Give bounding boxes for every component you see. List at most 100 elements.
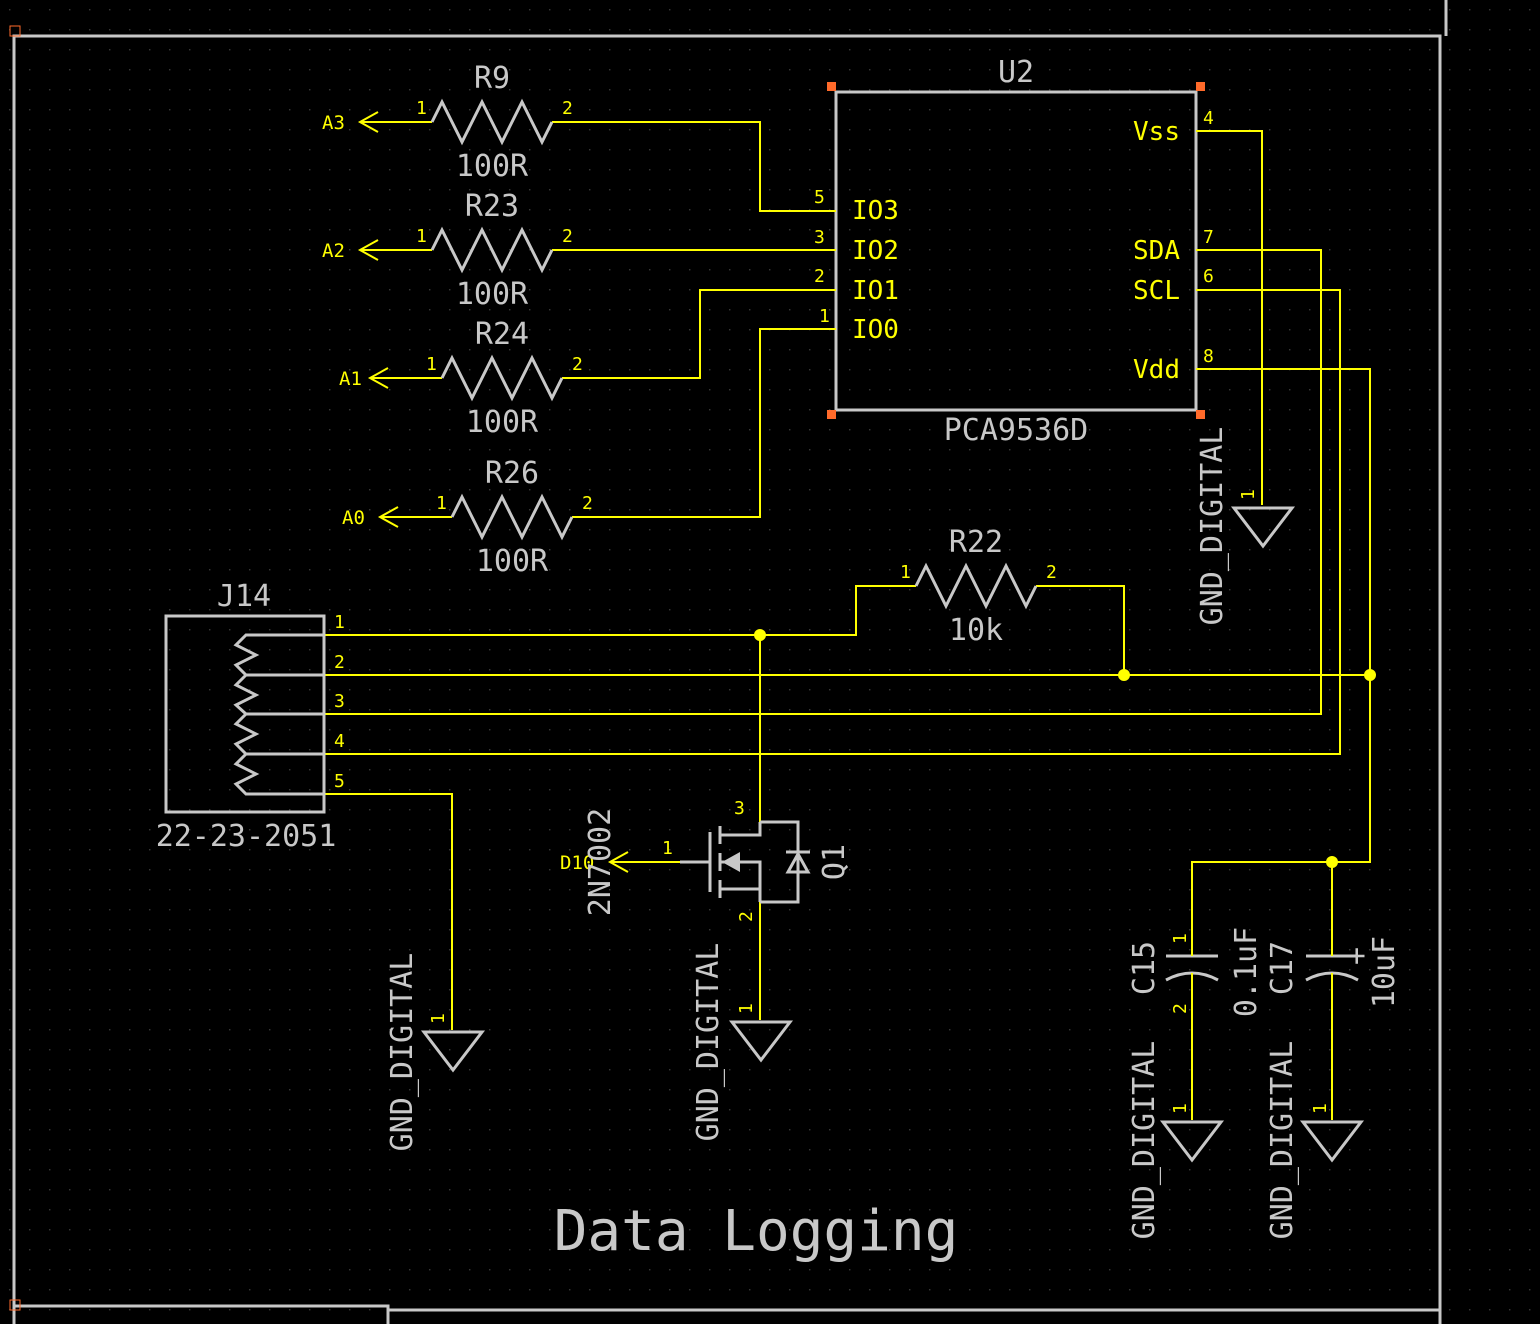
- c17-ref: C17: [1265, 941, 1300, 995]
- j14-ref: J14: [217, 579, 271, 614]
- u2-pin-name-scl: SCL: [1133, 276, 1180, 306]
- gnd-label: GND_DIGITAL: [691, 943, 726, 1142]
- u2-pin-name-sda: SDA: [1133, 236, 1180, 266]
- u2-ref: U2: [998, 55, 1034, 90]
- q1-pin-source: 2: [736, 911, 757, 922]
- c15-ref: C15: [1127, 941, 1162, 995]
- u2-pin-num-6: 6: [1203, 266, 1214, 287]
- u2-pin-num-1: 1: [819, 306, 830, 327]
- u2-pin-num-4: 4: [1203, 108, 1214, 129]
- ground-symbol-vss[interactable]: GND_DIGITAL 1: [1195, 427, 1296, 626]
- q1-pin-drain: 3: [734, 798, 745, 819]
- junction-dot: [1326, 856, 1338, 868]
- c15-value: 0.1uF: [1229, 927, 1264, 1017]
- u2-pin-name-io3: IO3: [852, 196, 899, 226]
- ground-symbol-q1[interactable]: GND_DIGITAL 1: [691, 943, 794, 1142]
- u2-corner: [827, 82, 836, 91]
- net-label-a0: A0: [342, 507, 365, 529]
- gnd-label: GND_DIGITAL: [1195, 427, 1230, 626]
- j14-pin-2: 2: [334, 652, 345, 673]
- resistor-r23[interactable]: R23 100R 1 2: [416, 189, 573, 312]
- junction-dot: [1118, 669, 1130, 681]
- net-label-a2: A2: [322, 240, 345, 262]
- q1-body-arrow: [722, 852, 740, 872]
- net-label-d10: D10: [560, 852, 594, 874]
- resistor-r24[interactable]: R24 100R 1 2: [426, 317, 583, 440]
- junction-dot: [754, 629, 766, 641]
- gnd-label: GND_DIGITAL: [1265, 1041, 1300, 1240]
- c15-pin1: 1: [1170, 933, 1191, 944]
- r22-ref: R22: [949, 525, 1003, 560]
- j14-pin-3: 3: [334, 691, 345, 712]
- u2-pin-num-2: 2: [814, 266, 825, 287]
- r9-value: 100R: [456, 149, 529, 184]
- r23-pin1: 1: [416, 226, 427, 247]
- net-label-a3: A3: [322, 112, 345, 134]
- gnd-label: GND_DIGITAL: [1127, 1041, 1162, 1240]
- j14-pin-5: 5: [334, 771, 345, 792]
- gnd-label: GND_DIGITAL: [385, 953, 420, 1152]
- gnd-pin: 1: [428, 1013, 449, 1024]
- r24-value: 100R: [466, 405, 539, 440]
- r26-ref: R26: [485, 456, 539, 491]
- capacitor-c15[interactable]: C15 0.1uF 1 2: [1127, 927, 1264, 1017]
- resistor-r22[interactable]: R22 10k 1 2: [900, 525, 1057, 648]
- r23-value: 100R: [456, 277, 529, 312]
- u2-pin-num-7: 7: [1203, 227, 1214, 248]
- q1-pin-gate: 1: [662, 838, 673, 859]
- ground-symbol-j14[interactable]: GND_DIGITAL 1: [385, 953, 486, 1152]
- u2-corner: [1196, 410, 1205, 419]
- u2-pin-name-io2: IO2: [852, 236, 899, 266]
- u2-pin-name-vss: Vss: [1133, 117, 1180, 147]
- r22-pin2: 2: [1046, 562, 1057, 583]
- sheet-frame: [12, 0, 1448, 1324]
- r26-value: 100R: [476, 544, 549, 579]
- resistor-r9[interactable]: R9 100R 1 2: [416, 61, 573, 184]
- j14-pin-4: 4: [334, 731, 345, 752]
- u2-pin-num-8: 8: [1203, 346, 1214, 367]
- u2-corner: [827, 410, 836, 419]
- j14-pin-1: 1: [334, 612, 345, 633]
- r22-pin1: 1: [900, 562, 911, 583]
- frame-corner-marker: [9, 25, 21, 37]
- connector-j14[interactable]: J14 22-23-2051 1 2 3 4 5: [156, 579, 345, 854]
- u2-pin-name-io0: IO0: [852, 315, 899, 345]
- frame-corner-marker: [9, 1299, 21, 1311]
- r24-pin2: 2: [572, 354, 583, 375]
- r22-value: 10k: [949, 613, 1003, 648]
- net-arrows: [357, 111, 629, 873]
- u2-pin-name-vdd: Vdd: [1133, 355, 1180, 385]
- r9-ref: R9: [474, 61, 510, 96]
- r26-pin1: 1: [436, 493, 447, 514]
- c15-pin2: 2: [1170, 1003, 1191, 1014]
- r9-pin1: 1: [416, 98, 427, 119]
- junction-dot: [1364, 669, 1376, 681]
- r23-pin2: 2: [562, 226, 573, 247]
- q1-ref: Q1: [817, 844, 852, 880]
- r24-ref: R24: [475, 317, 529, 352]
- gnd-pin: 1: [736, 1003, 757, 1014]
- capacitor-c17[interactable]: + C17 10uF: [1265, 936, 1402, 1008]
- ground-symbol-c17[interactable]: GND_DIGITAL 1: [1265, 1041, 1365, 1240]
- r24-pin1: 1: [426, 354, 437, 375]
- net-label-a1: A1: [339, 368, 362, 390]
- u2-pin-num-3: 3: [814, 227, 825, 248]
- u2-value: PCA9536D: [944, 413, 1089, 448]
- ground-symbol-c15[interactable]: GND_DIGITAL 1: [1127, 1041, 1225, 1240]
- sheet-title: Data Logging: [554, 1199, 959, 1264]
- c17-value: 10uF: [1367, 936, 1402, 1008]
- gnd-pin: 1: [1170, 1103, 1191, 1114]
- q1-value: 2N7002: [583, 808, 618, 916]
- r26-pin2: 2: [582, 493, 593, 514]
- gnd-pin: 1: [1238, 489, 1259, 500]
- u2-corner: [1196, 82, 1205, 91]
- r9-pin2: 2: [562, 98, 573, 119]
- gnd-pin: 1: [1310, 1103, 1331, 1114]
- resistor-r26[interactable]: R26 100R 1 2: [436, 456, 593, 579]
- c17-polarity: +: [1339, 947, 1374, 965]
- u2-pin-name-io1: IO1: [852, 276, 899, 306]
- r23-ref: R23: [465, 189, 519, 224]
- mosfet-q1[interactable]: Q1 2N7002 1 3 2: [583, 798, 852, 922]
- j14-value: 22-23-2051: [156, 819, 337, 854]
